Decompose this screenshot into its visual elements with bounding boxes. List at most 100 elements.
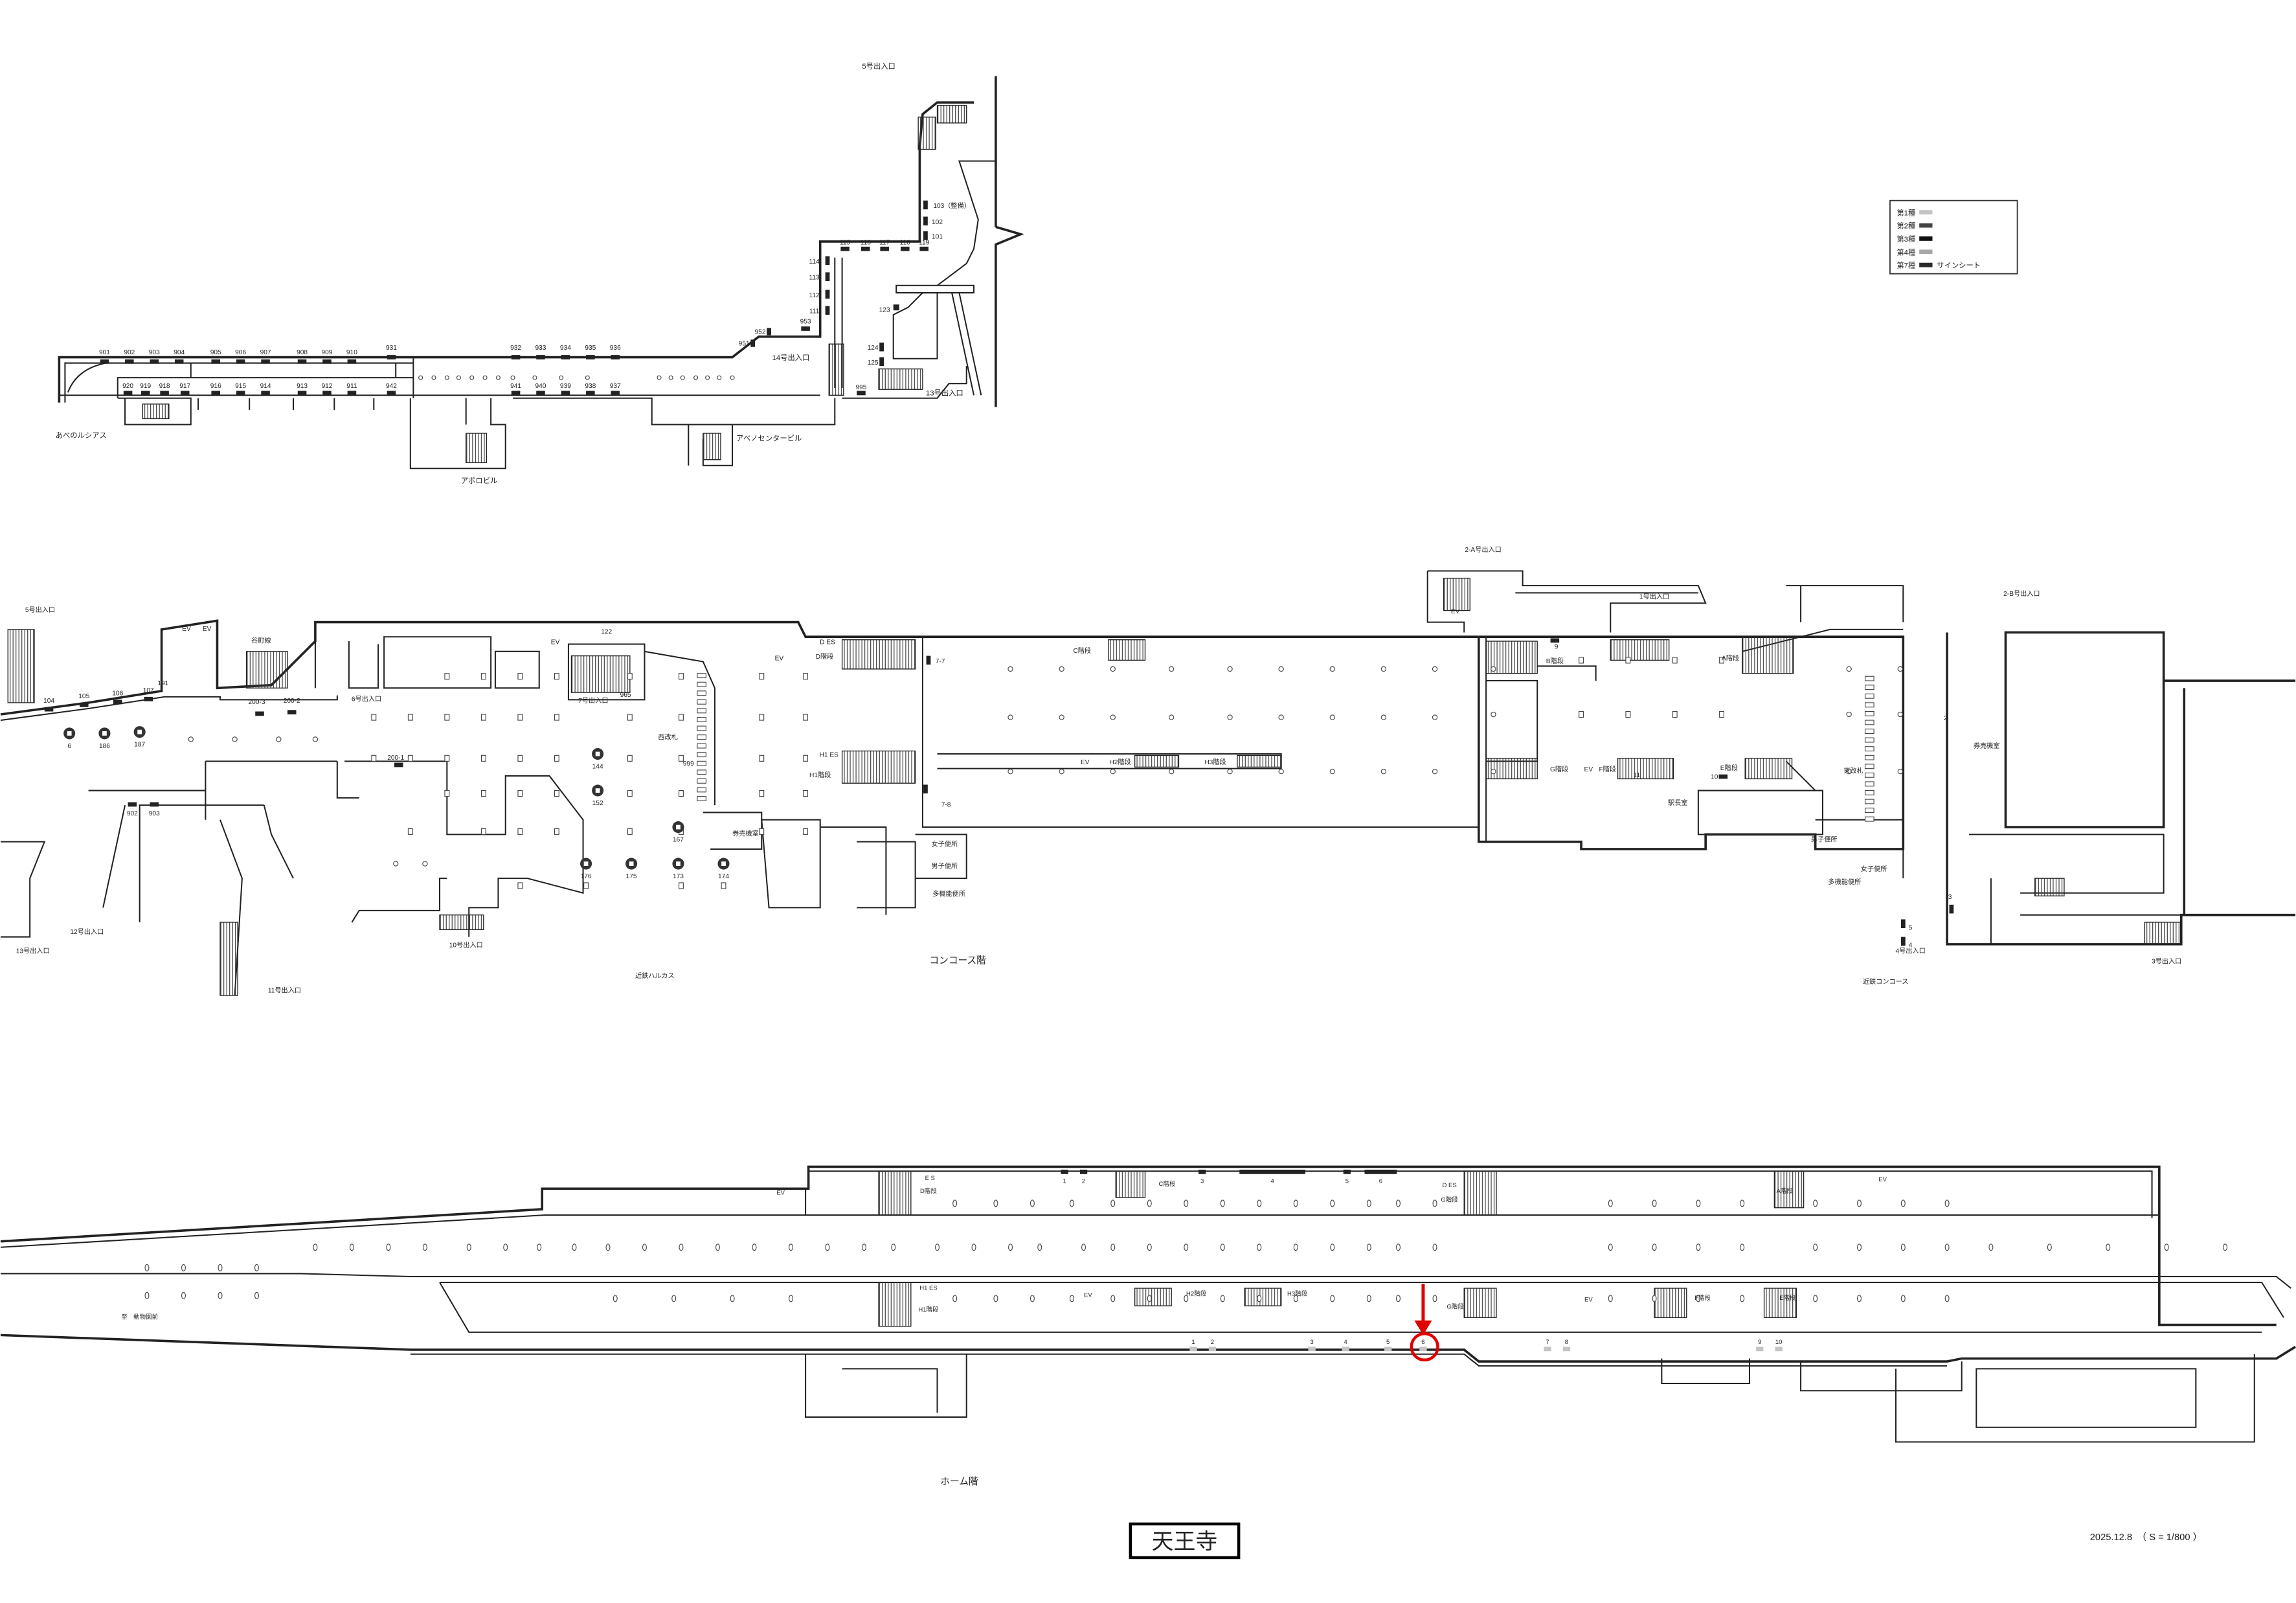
facility-label: EV — [203, 626, 212, 633]
column — [456, 375, 461, 380]
facility-label: 駅長室 — [1668, 799, 1687, 807]
sign-number: 200-1 — [387, 755, 404, 762]
sign-number: 3 — [1200, 1177, 1204, 1185]
column — [1278, 666, 1284, 672]
sign-number: 2 — [1944, 715, 1948, 722]
column — [517, 714, 523, 721]
legend-swatch — [1919, 210, 1933, 215]
column — [1227, 714, 1233, 720]
column — [752, 1244, 757, 1251]
facility-label: D ES — [820, 639, 835, 646]
ticket-gate — [697, 778, 706, 784]
sign-number: 915 — [235, 383, 246, 390]
sign-mark — [144, 696, 153, 701]
sign-mark — [387, 391, 396, 396]
pillar-core — [595, 751, 600, 756]
sign-number: 6 — [67, 743, 71, 750]
column — [1330, 1199, 1335, 1207]
sign-mark — [1949, 904, 1954, 914]
column — [1227, 666, 1233, 672]
column — [759, 673, 765, 680]
concourse-level-plan — [0, 570, 2296, 996]
column — [717, 375, 722, 380]
sign-number: 152 — [592, 800, 603, 807]
level-name: コンコース階 — [929, 955, 986, 966]
sign-number: 902 — [127, 810, 138, 817]
column — [144, 1291, 150, 1299]
facility-label: 1号出入口 — [1639, 592, 1669, 600]
arrow-head-icon — [1414, 1320, 1432, 1336]
column — [1719, 711, 1724, 718]
sign-number: 191 — [157, 680, 168, 687]
ticket-gate — [1864, 737, 1874, 743]
legend-label: 第2種 — [1896, 222, 1915, 231]
column — [1220, 1244, 1225, 1251]
sign-mark — [394, 762, 403, 767]
legend-swatch — [1919, 262, 1933, 267]
pillar-core — [583, 861, 589, 866]
pillar-core — [595, 788, 600, 793]
sign-number: 111 — [809, 308, 820, 315]
facility-label: 男子便所 — [932, 861, 958, 870]
column — [1257, 1244, 1262, 1251]
column — [1007, 768, 1013, 775]
facility-label: H1 ES — [820, 752, 839, 759]
column — [1184, 1295, 1189, 1302]
sign-mark — [926, 655, 931, 665]
sign-number: 125 — [868, 359, 879, 367]
sign-number: 931 — [386, 345, 397, 352]
ticket-gate — [1864, 693, 1874, 699]
column — [627, 828, 633, 835]
column — [862, 1244, 867, 1251]
facility-label: EV — [1084, 1292, 1092, 1299]
facility-label: 7号出入口 — [578, 696, 608, 705]
facility-label: EV — [775, 655, 784, 662]
sign-mark — [1189, 1347, 1197, 1352]
facility-label: 12号出入口 — [70, 927, 104, 936]
pillar-core — [721, 861, 726, 866]
sign-number: 995 — [856, 384, 867, 391]
column-rows — [144, 1199, 2228, 1302]
sign-mark — [160, 391, 169, 396]
platform-level-plan — [0, 1165, 2296, 1443]
sign-number: 200-3 — [249, 699, 265, 706]
column — [2164, 1244, 2169, 1251]
sign-mark — [1061, 1169, 1068, 1174]
sign-number: 1 — [1063, 1177, 1066, 1185]
sign-mark — [536, 391, 545, 396]
sign-mark — [511, 355, 521, 359]
sign-number: 902 — [124, 349, 135, 356]
column — [1184, 1244, 1189, 1251]
sign-number: 953 — [800, 319, 811, 326]
sign-number: 103（整備） — [933, 201, 971, 210]
column — [679, 673, 684, 680]
column — [1672, 711, 1678, 718]
sign-mark — [901, 246, 910, 251]
facility-label: C階段 — [1073, 646, 1091, 655]
sign-number: 117 — [879, 239, 890, 246]
column — [466, 1244, 471, 1251]
ticket-gate — [1864, 790, 1874, 795]
column — [627, 673, 633, 680]
sign-number: 903 — [149, 810, 160, 817]
sign-mark — [255, 711, 264, 716]
place-label: アベノセンタービル — [736, 434, 802, 442]
column — [2106, 1244, 2111, 1251]
column — [444, 714, 450, 721]
sign-mark — [150, 802, 159, 807]
sign-mark — [297, 391, 307, 396]
column — [825, 1244, 830, 1251]
column — [935, 1244, 940, 1251]
column — [627, 755, 633, 762]
ticket-gate — [1864, 676, 1874, 681]
column — [1432, 1199, 1437, 1207]
column — [1168, 714, 1175, 720]
sign-mark — [825, 272, 830, 281]
facility-label: F階段 — [1694, 1294, 1711, 1302]
column — [1008, 1244, 1013, 1251]
column — [254, 1291, 259, 1299]
column — [503, 1244, 508, 1251]
sign-mark — [150, 359, 159, 364]
column — [517, 755, 523, 762]
column — [1846, 768, 1852, 775]
